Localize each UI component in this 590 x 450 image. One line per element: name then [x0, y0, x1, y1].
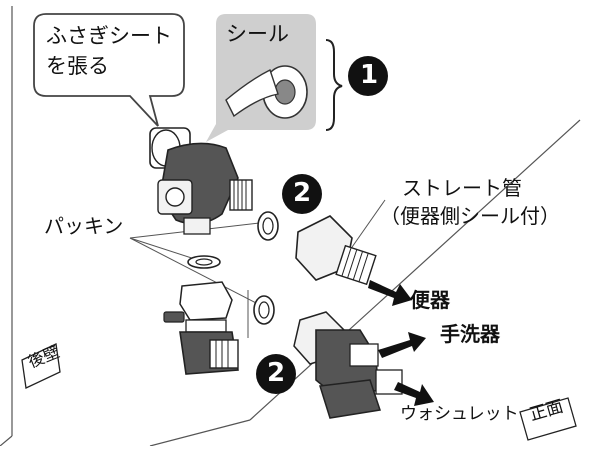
lower-stop-valve	[163, 281, 239, 375]
wall-floor-outline	[0, 6, 581, 447]
sheet-callout	[33, 13, 185, 127]
hand-wash-label: 手洗器	[440, 322, 500, 346]
front-tag	[519, 397, 577, 441]
washlet-label: ウォシュレット	[400, 404, 519, 424]
seal-tape-callout	[206, 14, 316, 142]
step-2-badge-upper	[282, 174, 322, 214]
step-2-digit-upper: 2	[293, 178, 312, 208]
sheet-callout-line1: ふさぎシート	[46, 24, 172, 48]
step-1-badge	[348, 56, 388, 96]
middle-packing-ring	[187, 255, 221, 269]
back-wall-tag	[21, 343, 61, 389]
straight-pipe-sublabel: （便器側シール付）	[380, 204, 560, 228]
step1-bracket	[325, 39, 343, 131]
seal-tape-roll-icon	[225, 65, 308, 119]
branch-tee-fitting	[293, 311, 403, 419]
step-1-digit: 1	[360, 60, 379, 90]
sheet-callout-line2: を張る	[46, 54, 109, 78]
straight-pipe	[295, 215, 377, 286]
seal-label: シール	[226, 22, 289, 46]
upper-packing-ring	[257, 211, 279, 241]
step-2-badge-lower	[256, 354, 296, 394]
washlet-arrow	[394, 382, 434, 406]
hand-wash-arrow	[378, 332, 426, 358]
step-2-digit-lower: 2	[267, 358, 286, 388]
straight-pipe-label: ストレート管	[402, 176, 522, 200]
packing-label: パッキン	[44, 214, 124, 238]
toilet-label: 便器	[410, 288, 450, 312]
toilet-arrow	[368, 280, 412, 306]
upper-stop-valve	[149, 127, 253, 235]
lower-packing-ring	[253, 295, 275, 325]
